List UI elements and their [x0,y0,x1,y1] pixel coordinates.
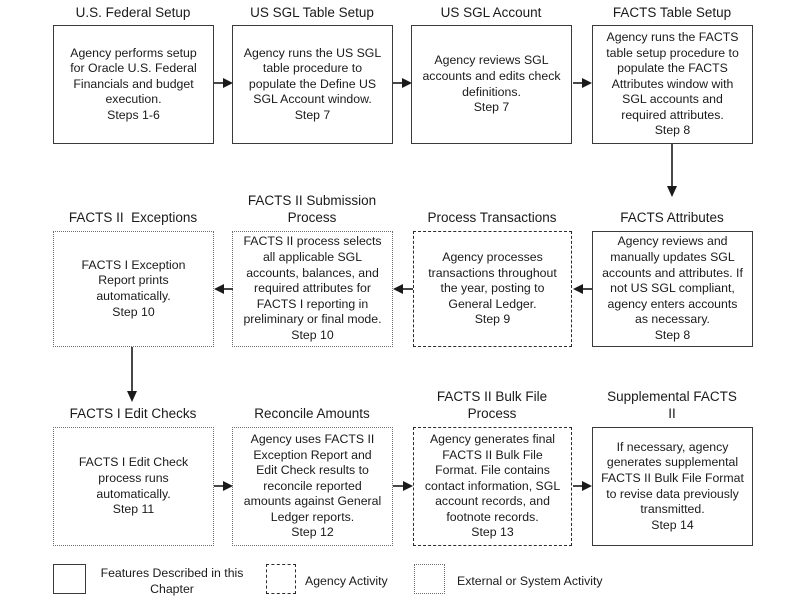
node-body-us-federal-setup: Agency performs setup for Oracle U.S. Fe… [70,45,197,122]
node-body-reconcile-amounts: Agency uses FACTS II Exception Report an… [243,431,382,540]
node-facts-ii-exceptions[interactable]: FACTS I Exception Report prints automati… [53,231,214,347]
node-title-us-federal-setup: U.S. Federal Setup [75,5,191,20]
node-body-facts-ii-submission-process: FACTS II process selects all applicable … [243,234,382,342]
node-title-us-sgl-account: US SGL Account [440,5,542,20]
node-us-sgl-account[interactable]: Agency reviews SGL accounts and edits ch… [411,25,572,144]
arrow-sgl-table-to-sgl-account [393,77,412,89]
node-title-facts-attributes: FACTS Attributes [620,210,724,225]
node-facts-i-edit-checks[interactable]: FACTS I Edit Check process runs automati… [53,427,214,546]
node-facts-attributes[interactable]: Agency reviews and manually updates SGL … [592,231,753,347]
node-body-us-sgl-account: Agency reviews SGL accounts and edits ch… [422,53,561,115]
node-facts-ii-bulk-file-process[interactable]: Agency generates final FACTS II Bulk Fil… [413,427,572,546]
arrow-reconcile-to-bulk-file [393,480,413,492]
arrow-submission-to-exceptions [214,283,233,295]
node-facts-table-setup[interactable]: Agency runs the FACTS table setup proced… [592,25,753,144]
node-us-federal-setup[interactable]: Agency performs setup for Oracle U.S. Fe… [53,25,214,144]
node-body-facts-attributes: Agency reviews and manually updates SGL … [602,234,743,342]
node-body-process-transactions: Agency processes transactions throughout… [428,250,557,327]
node-supplemental-facts-ii[interactable]: If necessary, agency generates supplemen… [592,427,753,546]
node-us-sgl-table-setup[interactable]: Agency runs the US SGL table procedure t… [232,25,393,144]
legend-label-agency-activity: Agency Activity [305,574,388,588]
legend-label-features-described: Features Described in this Chapter [100,566,244,596]
arrow-edit-checks-to-reconcile [214,480,233,492]
node-title-facts-ii-bulk-file-process: FACTS II Bulk File Process [436,389,548,421]
node-title-reconcile-amounts: Reconcile Amounts [254,406,370,421]
arrow-facts-table-to-facts-attributes [666,144,678,198]
legend-swatch-agency-activity [266,564,296,594]
node-title-us-sgl-table-setup: US SGL Table Setup [250,5,374,20]
arrow-federal-to-sgl-table [214,77,233,89]
node-process-transactions[interactable]: Agency processes transactions throughout… [413,231,572,347]
arrow-facts-attributes-to-process-transactions [573,283,592,295]
arrow-process-transactions-to-submission [393,283,413,295]
legend-swatch-external-system-activity [414,564,445,594]
arrow-exceptions-to-edit-checks [126,347,138,403]
node-body-facts-i-edit-checks: FACTS I Edit Check process runs automati… [78,455,189,517]
node-title-facts-ii-submission-process: FACTS II Submission Process [247,193,377,225]
node-reconcile-amounts[interactable]: Agency uses FACTS II Exception Report an… [232,427,393,546]
arrow-bulk-file-to-supplemental [573,480,592,492]
node-title-process-transactions: Process Transactions [427,210,557,225]
node-body-facts-table-setup: Agency runs the FACTS table setup proced… [606,29,739,138]
node-facts-ii-submission-process[interactable]: FACTS II process selects all applicable … [232,231,393,347]
node-body-us-sgl-table-setup: Agency runs the US SGL table procedure t… [243,45,382,122]
node-title-facts-i-edit-checks: FACTS I Edit Checks [69,406,197,421]
node-title-supplemental-facts-ii: Supplemental FACTS II [607,389,737,421]
legend-swatch-features-described [53,564,86,594]
node-body-facts-ii-bulk-file-process: Agency generates final FACTS II Bulk Fil… [424,431,561,540]
arrow-sgl-account-to-facts-table [573,77,592,89]
node-body-facts-ii-exceptions: FACTS I Exception Report prints automati… [81,257,186,319]
legend-label-external-system-activity: External or System Activity [457,574,603,588]
node-title-facts-ii-exceptions: FACTS II Exceptions [68,210,198,225]
node-title-facts-table-setup: FACTS Table Setup [612,5,732,20]
node-body-supplemental-facts-ii: If necessary, agency generates supplemen… [601,439,744,532]
